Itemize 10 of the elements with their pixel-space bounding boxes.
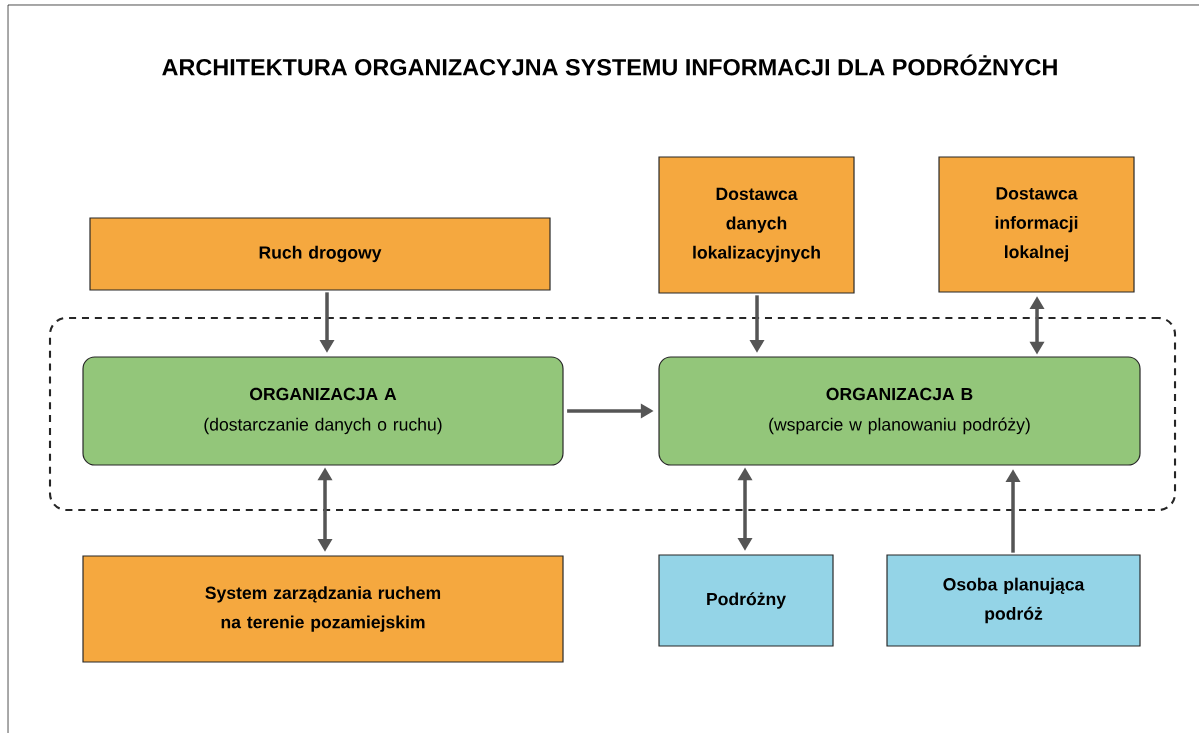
- actor-box: Osoba planująca podróż: [886, 554, 1141, 647]
- process-box: System zarządzania ruchem na terenie pozamiejskim: [82, 555, 564, 663]
- organization-box: ORGANIZACJA A (dostarczanie danych o ruchu): [82, 356, 564, 466]
- process-box: Dostawca informacji lokalnej: [938, 156, 1135, 293]
- process-box: Ruch drogowy: [89, 217, 551, 291]
- title: ARCHITEKTURA ORGANIZACYJNA SYSTEMU INFORMACJI DLA PODRÓŻNYCH: [162, 54, 1057, 76]
- organization-box: ORGANIZACJA B (wsparcie w planowaniu podróży): [658, 356, 1141, 466]
- process-box: Dostawca danych lokalizacyjnych: [658, 156, 855, 294]
- actor-box: Podróżny: [658, 554, 834, 647]
- group-boundary: [48, 316, 1177, 512]
